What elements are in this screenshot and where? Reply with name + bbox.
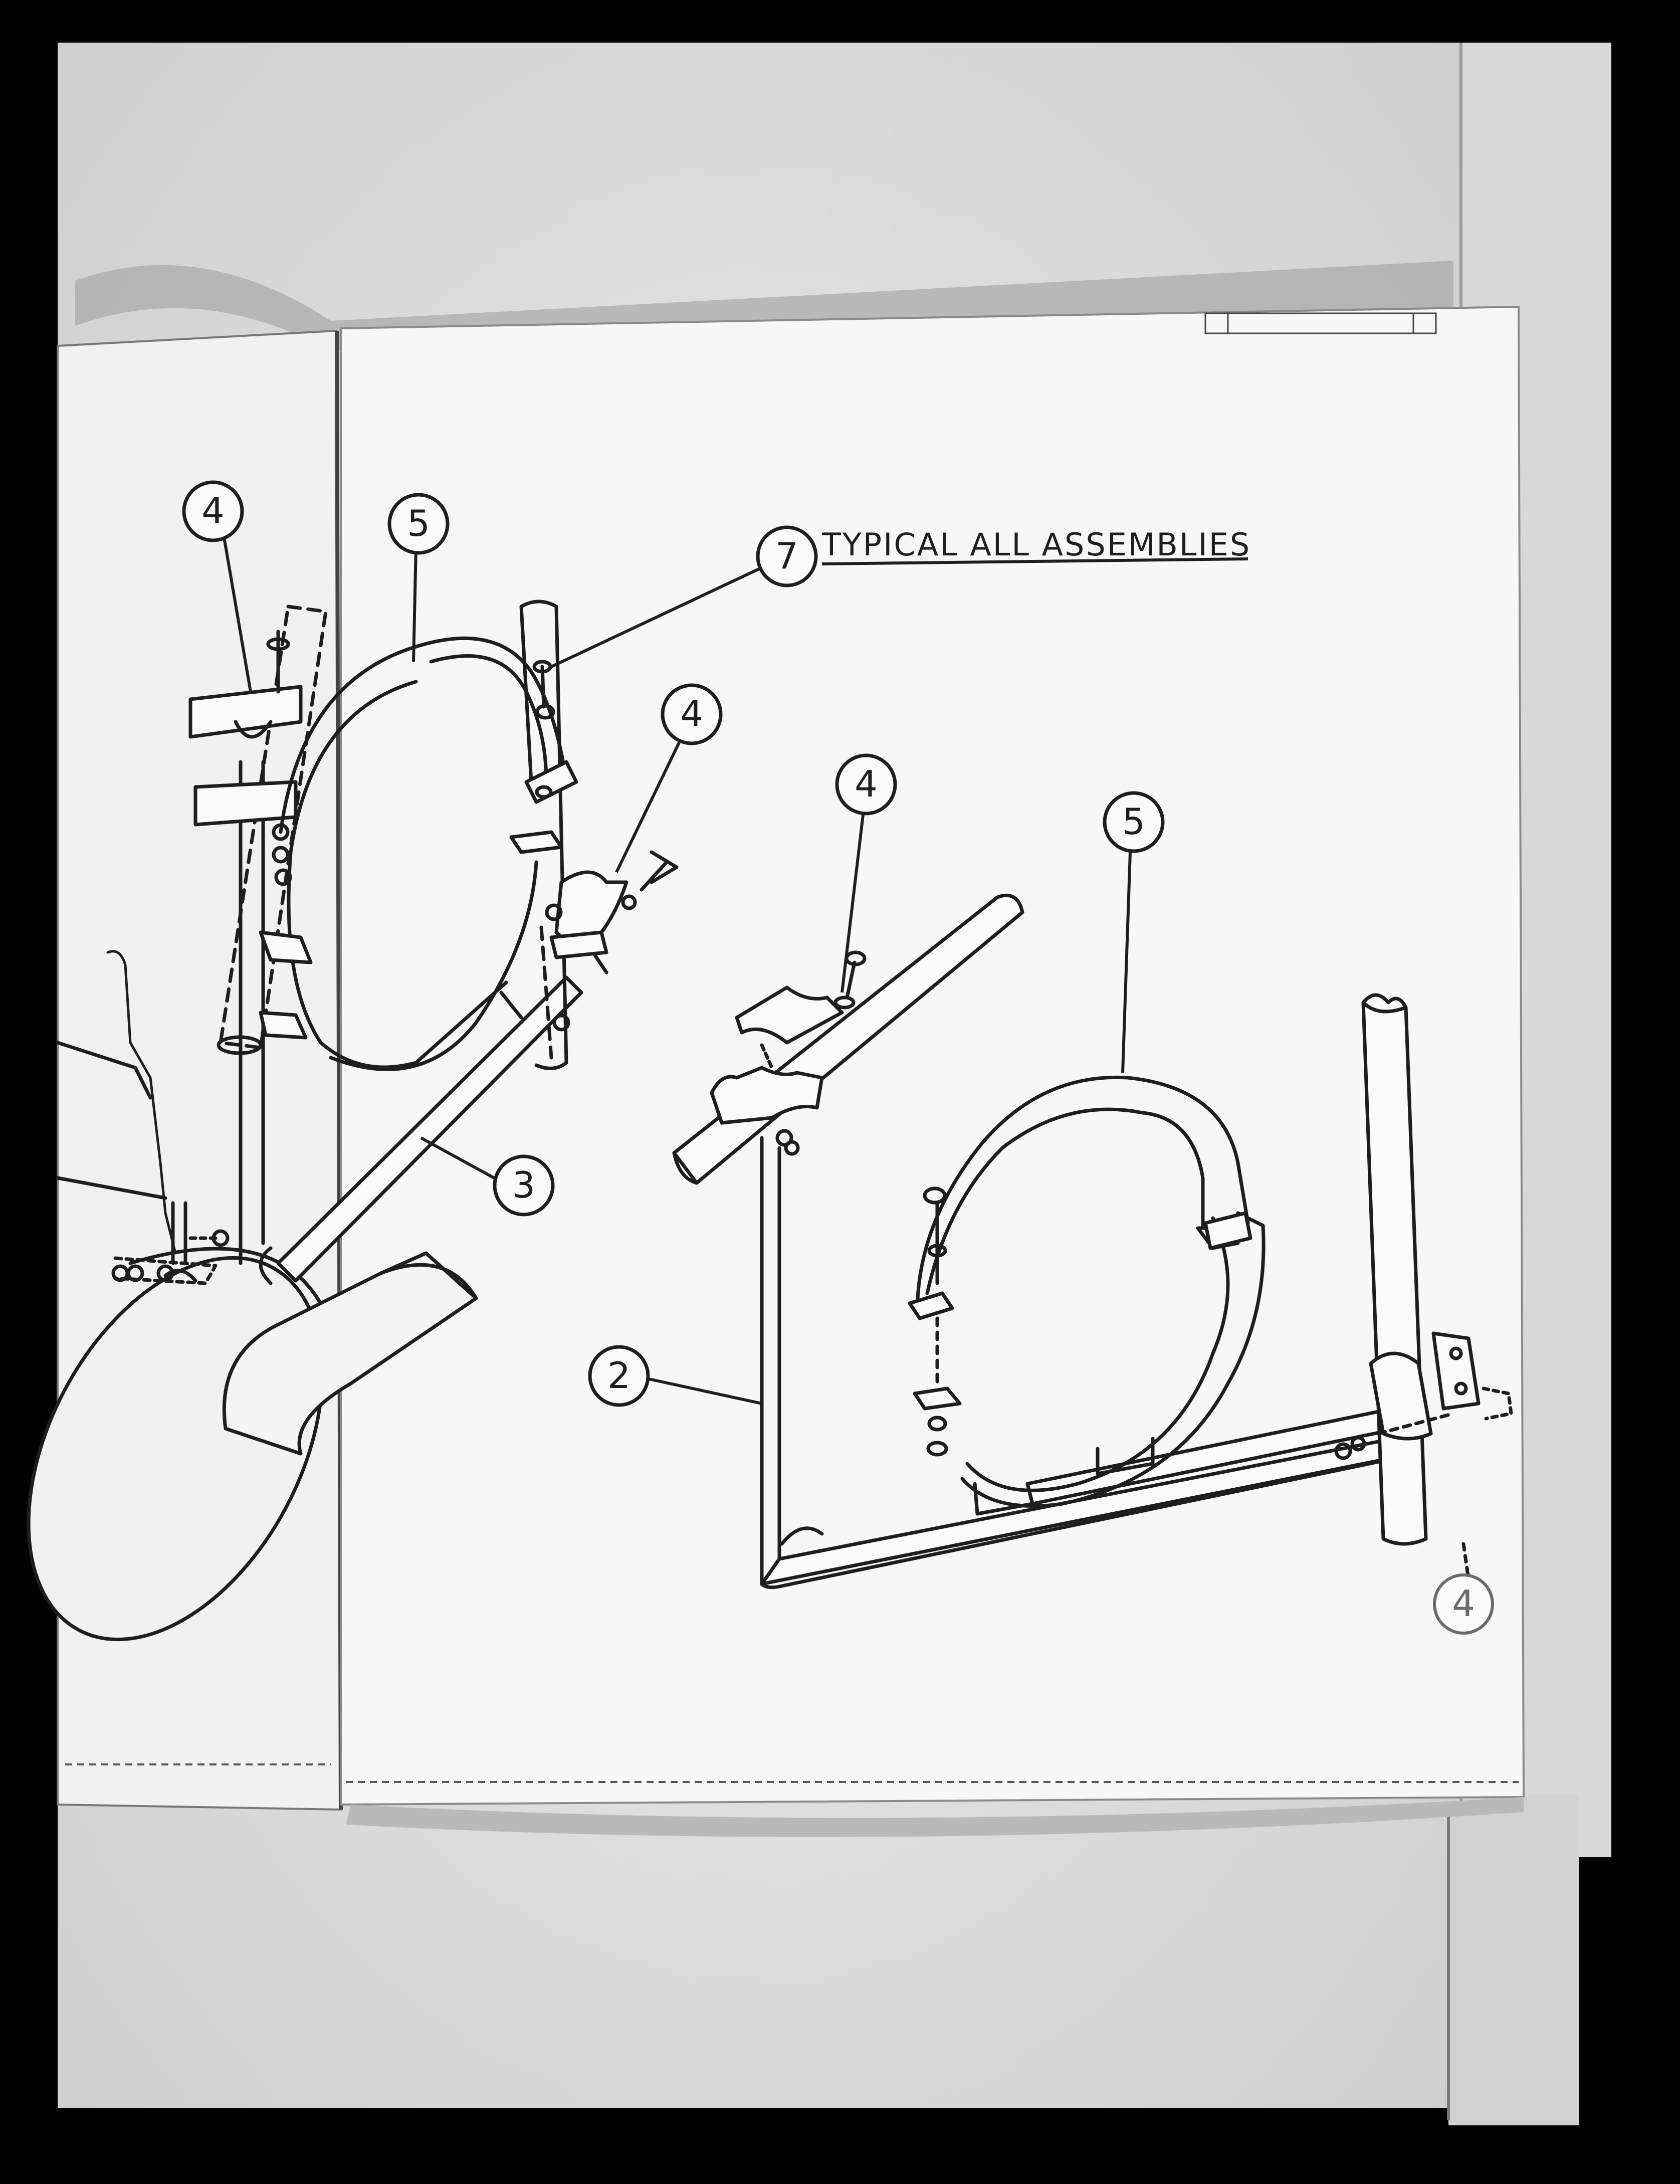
callout-5-right: 5 — [1103, 791, 1165, 853]
callout-4-bottom-right: 4 — [1433, 1573, 1494, 1635]
callout-label: 2 — [607, 1354, 631, 1397]
callout-label: 4 — [855, 763, 878, 805]
callout-5-top-left: 5 — [387, 493, 450, 555]
callout-4-right: 4 — [835, 753, 897, 816]
callout-7: 7 — [756, 525, 818, 587]
callout-label: 4 — [680, 693, 703, 735]
callout-group — [222, 531, 1248, 1405]
assembly-note: TYPICAL ALL ASSEMBLIES — [821, 526, 1251, 563]
right-assembly — [672, 893, 1513, 1590]
callout-4-top-left: 4 — [182, 480, 244, 542]
callout-3: 3 — [493, 1154, 555, 1217]
left-assembly — [27, 600, 679, 1642]
callout-label: 5 — [1122, 801, 1145, 843]
callout-label: 5 — [407, 502, 430, 544]
callout-label: 7 — [775, 535, 798, 577]
callout-4-center: 4 — [661, 683, 723, 745]
main-sheet — [340, 305, 1525, 1837]
callout-2: 2 — [588, 1345, 650, 1407]
callout-label: 4 — [1452, 1582, 1475, 1625]
callout-label: 4 — [201, 490, 225, 532]
callout-label: 3 — [512, 1164, 535, 1206]
